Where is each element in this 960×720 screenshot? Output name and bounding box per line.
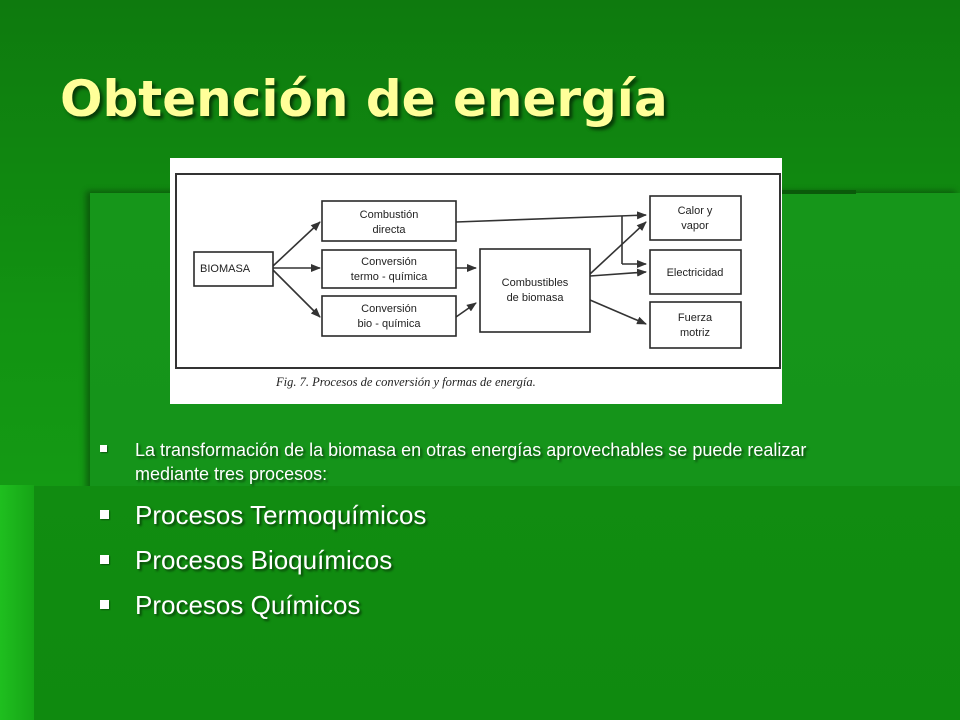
svg-text:BIOMASA: BIOMASA [200,263,251,275]
svg-text:motriz: motriz [680,327,710,339]
arrow-combustibles-fuerza [589,299,647,325]
bullet-process-termoquimicos: Procesos Termoquímicos [98,500,858,530]
node-combustion-directa: Combustión directa [321,200,457,242]
square-bullet-icon [100,555,109,564]
arrow-bio-combustibles [455,302,477,318]
square-bullet-icon [100,445,107,452]
decor-lower-panel [34,486,960,720]
svg-text:termo - química: termo - química [351,271,428,283]
svg-text:Conversión: Conversión [361,256,417,268]
node-fuerza-motriz: Fuerza motriz [649,301,742,349]
svg-text:Calor y: Calor y [678,205,713,217]
node-electricidad: Electricidad [649,249,742,295]
bullet-process-quimicos: Procesos Químicos [98,590,858,620]
square-bullet-icon [100,600,109,609]
bullet-process-text: Procesos Termoquímicos [135,500,427,530]
arrow-combustion-calor [455,211,647,223]
bullet-process-text: Procesos Bioquímicos [135,545,393,575]
decor-top-line [780,190,856,194]
bullet-process-bioquimicos: Procesos Bioquímicos [98,545,858,575]
arrow-combustibles-calor [589,221,647,275]
svg-text:Electricidad: Electricidad [667,267,724,279]
svg-text:de biomasa: de biomasa [507,292,565,304]
node-conversion-termoquimica: Conversión termo - química [321,249,457,289]
bullet-intro: La transformación de la biomasa en otras… [98,438,858,486]
node-conversion-bioquimica: Conversión bio - química [321,295,457,337]
svg-text:vapor: vapor [681,220,709,232]
bullet-intro-text: La transformación de la biomasa en otras… [135,440,807,484]
svg-text:directa: directa [372,224,406,236]
node-biomasa: BIOMASA [193,251,274,287]
node-calor-vapor: Calor y vapor [649,195,742,241]
arrow-biomasa-combustion [272,221,321,267]
decor-left-strip [0,485,34,720]
bullet-process-text: Procesos Químicos [135,590,361,620]
svg-text:Combustibles: Combustibles [502,277,569,289]
svg-text:Conversión: Conversión [361,303,417,315]
diagram-figure: BIOMASA Combustión directa Conversión te… [170,158,782,404]
slide-title: Obtención de energía [60,70,668,128]
diagram-caption: Fig. 7. Procesos de conversión y formas … [275,375,536,389]
svg-text:bio - química: bio - química [358,318,422,330]
square-bullet-icon [100,510,109,519]
arrow-combustibles-electricidad [589,268,647,277]
diagram-frame [175,173,781,369]
svg-text:Fuerza: Fuerza [678,312,713,324]
bullet-list: La transformación de la biomasa en otras… [98,438,858,635]
svg-text:Combustión: Combustión [360,209,419,221]
diagram-svg: BIOMASA Combustión directa Conversión te… [175,173,781,389]
node-combustibles-biomasa: Combustibles de biomasa [479,248,591,333]
arrow-biomasa-bio [272,269,321,318]
